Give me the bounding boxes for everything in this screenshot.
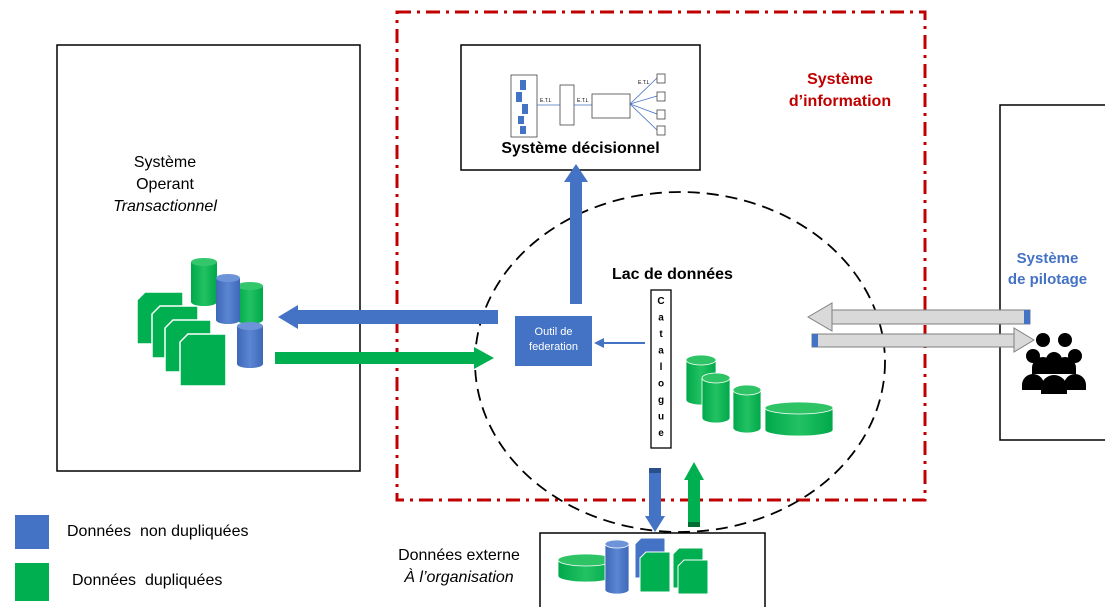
database-cylinder-icon: [732, 384, 762, 434]
operant-system-box: [56, 44, 361, 472]
etl-label-2: E.T.L: [577, 98, 589, 104]
federation-line1: Outil de: [534, 326, 573, 338]
arrow-lake-to-pilotage: [811, 327, 1035, 353]
catalogue-letter: g: [658, 395, 664, 406]
database-cylinder-icon: [764, 401, 834, 437]
legend-label-non-duplicated: Données non dupliquées: [67, 523, 249, 540]
pilotage-line1: Système: [1016, 250, 1079, 267]
arrow-external-to-lake: [684, 462, 704, 527]
lake-data-icons: [685, 354, 834, 437]
catalogue-letter: a: [658, 346, 664, 357]
database-cylinder-icon: [557, 553, 615, 583]
database-cylinder-icon: [604, 539, 630, 595]
external-line2: À l’organisation: [404, 569, 514, 586]
operant-data-icons: [136, 258, 263, 387]
catalogue-letter: t: [659, 329, 663, 340]
catalogue-letter: l: [660, 362, 663, 373]
database-cylinder-icon: [216, 274, 240, 324]
operant-line2: Operant: [136, 176, 194, 193]
database-cylinder-icon: [237, 282, 263, 324]
decisional-system-title: Système décisionnel: [501, 140, 660, 157]
operant-line1: Système: [133, 154, 197, 171]
pilotage-line2: de pilotage: [1007, 271, 1088, 288]
catalogue-box: [650, 289, 672, 449]
arrow-pilotage-to-lake: [807, 302, 1031, 332]
data-lake-title: Lac de données: [612, 266, 733, 283]
database-cylinder-icon: [237, 322, 263, 368]
etl-mini-diagram: [510, 73, 666, 138]
information-system-label: Système d’information: [760, 69, 920, 113]
etl-label-3: E.T.L: [638, 80, 650, 86]
catalogue-letter: o: [658, 379, 664, 390]
people-group-icon: [1022, 333, 1086, 394]
catalogue-letter: u: [658, 412, 664, 423]
info-line1: Système: [807, 71, 873, 88]
arrow-lake-to-decisional: [564, 164, 588, 304]
etl-label-1: E.T.L: [540, 98, 552, 104]
external-line1: Données externe: [398, 547, 520, 564]
federation-line2: federation: [529, 341, 578, 353]
pilotage-system-label: Système de pilotage: [990, 248, 1105, 290]
document-icon: [639, 551, 671, 593]
database-cylinder-icon: [191, 258, 217, 306]
operant-system-label: Système Operant Transactionnel: [85, 152, 245, 218]
external-data-label: Données externe À l’organisation: [384, 545, 534, 589]
catalogue-letter: e: [658, 428, 664, 439]
document-icon: [677, 559, 709, 595]
document-icon: [179, 333, 227, 387]
decisional-system-box: [460, 44, 701, 171]
federation-tool-box: [515, 316, 592, 366]
arrow-lake-to-external: [645, 468, 665, 532]
operant-line3: Transactionnel: [113, 198, 217, 215]
federation-tool-label: Outil de federation: [515, 325, 592, 355]
arrow-operant-to-lake: [275, 347, 494, 369]
legend-swatch-non-duplicated: [15, 515, 49, 549]
arrow-lake-to-operant: [278, 305, 498, 329]
info-line2: d’information: [788, 93, 892, 110]
catalogue-letter: C: [657, 296, 664, 307]
database-cylinder-icon: [701, 372, 731, 424]
legend-label-duplicated: Données dupliquées: [72, 572, 223, 589]
catalogue-letter: a: [658, 313, 664, 324]
arrow-catalogue-to-federation: [594, 338, 645, 348]
external-data-icons: [557, 537, 709, 595]
legend-swatch-duplicated: [15, 563, 49, 601]
